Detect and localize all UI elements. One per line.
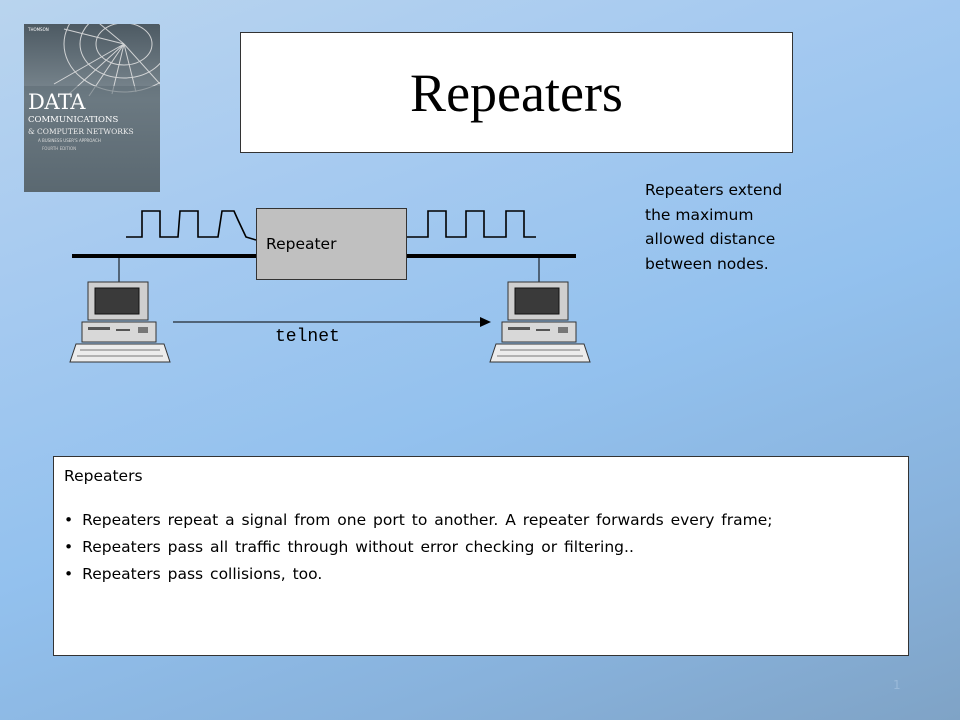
repeater-label: Repeater <box>266 235 337 253</box>
book-title-line3: & COMPUTER NETWORKS <box>28 127 134 136</box>
telnet-label: telnet <box>275 327 340 347</box>
arrow-right-icon <box>480 317 491 327</box>
computer-workstation-icon <box>69 281 171 363</box>
signal-wave-icon <box>126 210 257 241</box>
notes-box: Repeaters Repeaters repeat a signal from… <box>53 456 909 656</box>
page-title: Repeaters <box>410 62 623 123</box>
list-item: Repeaters repeat a signal from one port … <box>64 507 898 534</box>
signal-wave-icon <box>407 210 536 238</box>
notes-heading: Repeaters <box>64 467 143 485</box>
satellite-dish-icon <box>24 24 160 192</box>
book-cover-image: THOMSON DATA COMMUNICATIONS & COMPUTER N… <box>24 24 160 192</box>
book-title-line1: DATA <box>28 90 85 114</box>
computer-workstation-icon <box>489 281 591 363</box>
book-edition: FOURTH EDITION <box>42 146 77 151</box>
book-publisher: THOMSON <box>28 27 49 32</box>
repeater-node: Repeater <box>256 208 407 280</box>
notes-list: Repeaters repeat a signal from one port … <box>64 507 898 588</box>
page-number: 1 <box>893 678 901 692</box>
list-item: Repeaters pass all traffic through witho… <box>64 534 898 561</box>
side-note: Repeaters extend the maximum allowed dis… <box>645 181 783 273</box>
title-box: Repeaters <box>240 32 793 153</box>
list-item: Repeaters pass collisions, too. <box>64 561 898 588</box>
book-subtitle: A BUSINESS USER'S APPROACH <box>38 138 101 143</box>
book-title-line2: COMMUNICATIONS <box>28 115 119 125</box>
